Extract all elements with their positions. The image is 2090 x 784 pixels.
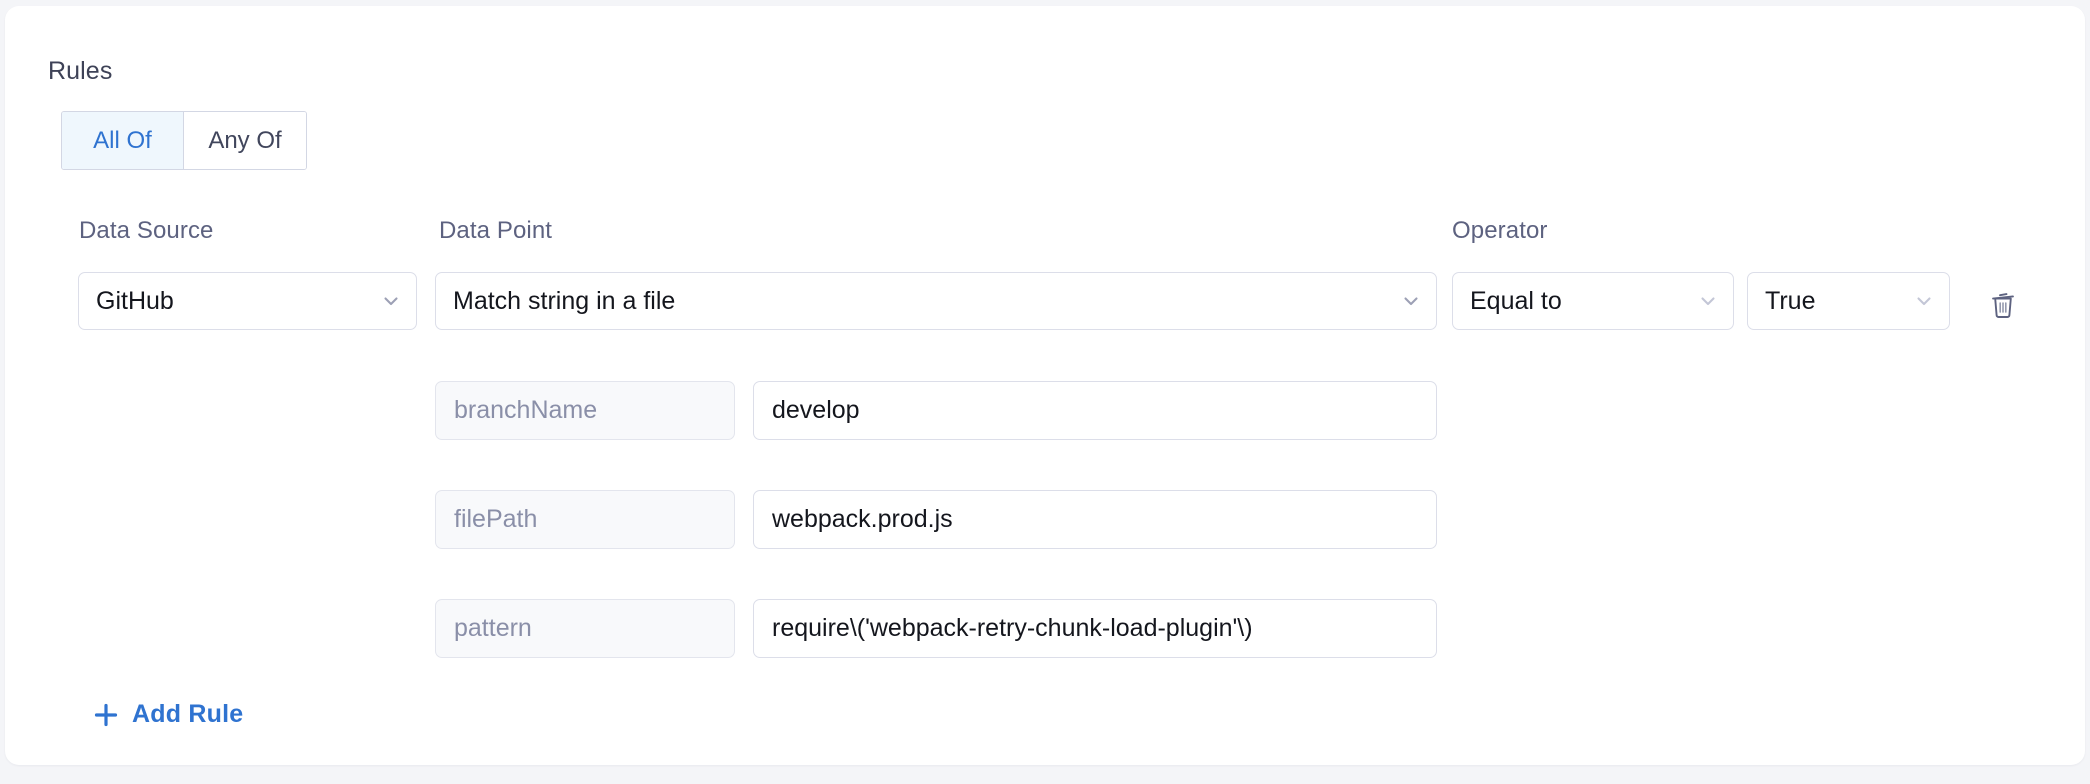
param-row: branchName develop xyxy=(5,381,2085,440)
param-key-filepath: filePath xyxy=(435,490,735,549)
label-operator: Operator xyxy=(1452,217,1548,244)
param-row: pattern require\('webpack-retry-chunk-lo… xyxy=(5,599,2085,658)
param-value-branchname[interactable]: develop xyxy=(753,381,1437,440)
match-mode-all-of[interactable]: All Of xyxy=(62,112,184,169)
comparison-value-select[interactable]: True xyxy=(1747,272,1950,330)
param-key-branchname: branchName xyxy=(435,381,735,440)
operator-select[interactable]: Equal to xyxy=(1452,272,1734,330)
data-point-select[interactable]: Match string in a file xyxy=(435,272,1437,330)
match-mode-any-of[interactable]: Any Of xyxy=(184,112,306,169)
param-value-filepath[interactable]: webpack.prod.js xyxy=(753,490,1437,549)
param-row: filePath webpack.prod.js xyxy=(5,490,2085,549)
plus-icon xyxy=(93,702,119,728)
add-rule-button[interactable]: Add Rule xyxy=(93,700,243,729)
comparison-value: True xyxy=(1765,286,1816,315)
data-source-value: GitHub xyxy=(96,286,174,315)
param-key-pattern: pattern xyxy=(435,599,735,658)
trash-icon xyxy=(1986,286,2020,322)
param-value-pattern[interactable]: require\('webpack-retry-chunk-load-plugi… xyxy=(753,599,1437,658)
operator-value: Equal to xyxy=(1470,286,1562,315)
match-mode-toggle[interactable]: All Of Any Of xyxy=(61,111,307,170)
chevron-down-icon xyxy=(1400,290,1422,312)
chevron-down-icon xyxy=(1913,290,1935,312)
data-point-value: Match string in a file xyxy=(453,286,676,315)
data-source-select[interactable]: GitHub xyxy=(78,272,417,330)
label-data-source: Data Source xyxy=(79,217,214,244)
page-title: Rules xyxy=(48,57,113,85)
delete-rule-button[interactable] xyxy=(1980,284,2026,324)
rules-card: Rules All Of Any Of Data Source Data Poi… xyxy=(5,6,2085,765)
chevron-down-icon xyxy=(1697,290,1719,312)
add-rule-label: Add Rule xyxy=(132,700,244,728)
label-data-point: Data Point xyxy=(439,217,553,244)
chevron-down-icon xyxy=(380,290,402,312)
